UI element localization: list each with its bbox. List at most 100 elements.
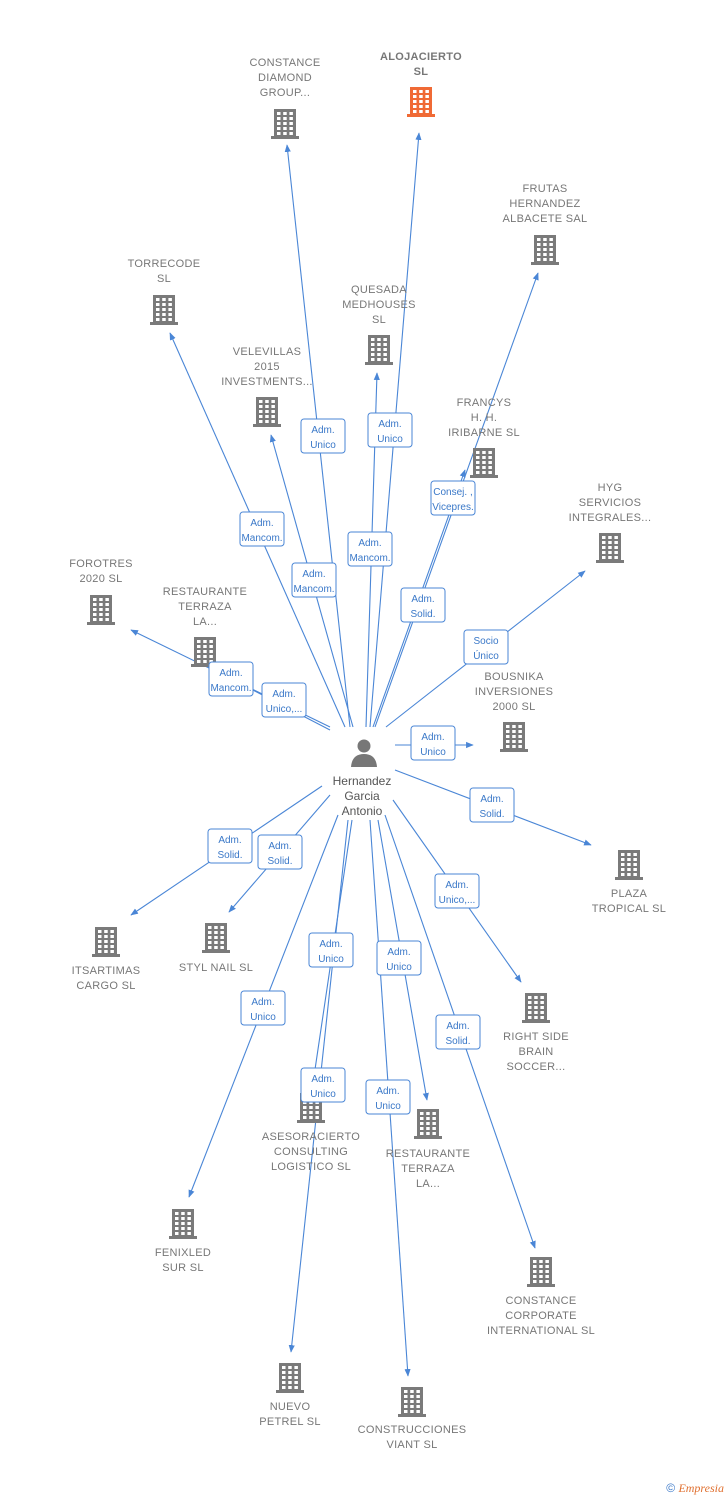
- role-badge-styl-nail[interactable]: Adm.Solid.: [257, 834, 303, 870]
- role-badge-box: [207, 828, 253, 864]
- role-badge-francys[interactable]: Adm.Solid.: [400, 587, 446, 623]
- role-badge-alojacierto[interactable]: Adm.Unico: [367, 412, 413, 448]
- company-label-line: NUEVO: [270, 1401, 311, 1413]
- building-icon[interactable]: [596, 533, 624, 563]
- role-badge-itsartimas[interactable]: Adm.Solid.: [207, 828, 253, 864]
- role-text: Adm.: [421, 732, 444, 743]
- building-icon[interactable]: [271, 109, 299, 139]
- company-label-line: HYG: [598, 482, 623, 494]
- company-node-restaurante-terraza-2[interactable]: RESTAURANTETERRAZALA...: [386, 1109, 470, 1190]
- role-badge-restaurante-terraza-2[interactable]: Adm.Unico: [376, 940, 422, 976]
- role-text: Adm.: [219, 668, 242, 679]
- company-label-line: LOGISTICO SL: [271, 1161, 351, 1173]
- role-badge-bousnika[interactable]: Adm. Unico: [410, 725, 456, 761]
- building-icon[interactable]: [522, 993, 550, 1023]
- company-label-line: ITSARTIMAS: [72, 965, 141, 977]
- company-node-right-side[interactable]: RIGHT SIDEBRAINSOCCER...: [503, 993, 569, 1073]
- company-label-line: VIANT SL: [386, 1439, 437, 1451]
- role-badge-constance-corporate[interactable]: Adm.Solid.: [435, 1014, 481, 1050]
- building-icon[interactable]: [150, 295, 178, 325]
- building-icon[interactable]: [276, 1363, 304, 1393]
- role-badge-frutas-hernandez[interactable]: Consej. ,Vicepres.: [430, 480, 476, 516]
- company-node-itsartimas[interactable]: ITSARTIMAS CARGO SL: [72, 927, 141, 992]
- role-badge-construcciones-viant[interactable]: Adm.Unico: [365, 1079, 411, 1115]
- company-label-line: TROPICAL SL: [592, 903, 666, 915]
- role-badge-asesoracierto[interactable]: Adm.Unico: [308, 932, 354, 968]
- company-node-styl-nail[interactable]: STYL NAIL SL: [179, 923, 253, 974]
- role-badge-box: [291, 562, 337, 598]
- company-label-line: FENIXLED: [155, 1247, 211, 1259]
- company-label-line: GROUP...: [260, 87, 311, 99]
- person-name-line: Antonio: [342, 804, 383, 818]
- role-badge-box: [367, 412, 413, 448]
- building-icon[interactable]: [470, 448, 498, 478]
- role-badge-constance-diamond[interactable]: Adm.Unico: [300, 418, 346, 454]
- role-text: Unico: [420, 747, 446, 758]
- company-label-line: FRUTAS: [523, 183, 568, 195]
- building-icon[interactable]: [87, 595, 115, 625]
- building-icon[interactable]: [169, 1209, 197, 1239]
- role-badge-plaza-tropical[interactable]: Adm.Solid.: [469, 787, 515, 823]
- company-label-line: SL: [414, 66, 429, 78]
- building-icon[interactable]: [253, 397, 281, 427]
- company-label-line: ASESORACIERTO: [262, 1131, 360, 1143]
- role-badge-box: [300, 1067, 346, 1103]
- company-label-line: 2000 SL: [492, 701, 535, 713]
- role-badge-right-side[interactable]: Adm.Unico,...: [434, 873, 480, 909]
- role-badge-nuevo-petrel[interactable]: Adm. Unico: [300, 1067, 346, 1103]
- building-icon[interactable]: [365, 335, 393, 365]
- role-text: Unico: [310, 1089, 336, 1100]
- role-badge-box: [435, 1014, 481, 1050]
- building-icon[interactable]: [615, 850, 643, 880]
- company-node-hyg[interactable]: HYG SERVICIOS INTEGRALES...: [569, 482, 652, 563]
- building-icon[interactable]: [500, 722, 528, 752]
- company-label-line: SERVICIOS: [579, 497, 641, 509]
- building-icon[interactable]: [407, 87, 435, 117]
- company-label-line: RESTAURANTE: [163, 586, 247, 598]
- role-text: Adm.: [251, 997, 274, 1008]
- building-icon[interactable]: [414, 1109, 442, 1139]
- role-badge-box: [240, 990, 286, 1026]
- building-icon[interactable]: [92, 927, 120, 957]
- footer-brand[interactable]: © Empresia: [666, 1481, 724, 1496]
- company-node-restaurante-terraza-1[interactable]: RESTAURANTETERRAZALA...: [163, 586, 247, 667]
- building-icon[interactable]: [527, 1257, 555, 1287]
- building-icon[interactable]: [398, 1387, 426, 1417]
- role-badge-quesada[interactable]: Adm.Mancom.: [347, 531, 393, 567]
- company-label-line: ALBACETE SAL: [503, 213, 588, 225]
- building-icon[interactable]: [191, 637, 219, 667]
- role-text: Adm.: [311, 1074, 334, 1085]
- role-badge-forotres[interactable]: Adm.Mancom.: [208, 661, 254, 697]
- company-label-line: CARGO SL: [76, 980, 135, 992]
- role-badge-box: [463, 629, 509, 665]
- role-badge-fenixled[interactable]: Adm.Unico: [240, 990, 286, 1026]
- company-label-line: FOROTRES: [69, 558, 133, 570]
- company-node-velevillas[interactable]: VELEVILLAS2015INVESTMENTS...: [221, 346, 313, 427]
- role-badge-box: [376, 940, 422, 976]
- building-icon[interactable]: [531, 235, 559, 265]
- role-badge-box: [261, 682, 307, 718]
- company-node-constance-diamond[interactable]: CONSTANCEDIAMONDGROUP...: [250, 57, 321, 139]
- role-badge-restaurante-terraza-1[interactable]: Adm.Unico,...: [261, 682, 307, 718]
- company-label-line: INTEGRALES...: [569, 512, 652, 524]
- person-icon[interactable]: [351, 739, 377, 768]
- role-badge-torrecode[interactable]: Adm.Mancom.: [239, 511, 285, 547]
- building-icon[interactable]: [202, 923, 230, 953]
- role-badge-velevillas[interactable]: Adm.Mancom.: [291, 562, 337, 598]
- company-label-line: FRANCYS: [457, 397, 512, 409]
